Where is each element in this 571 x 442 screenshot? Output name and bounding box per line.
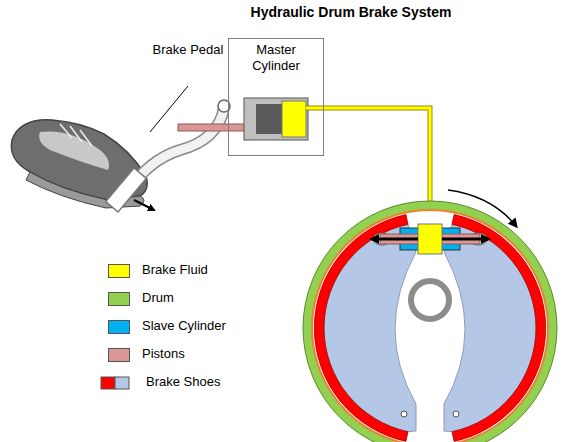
pedal-pad — [106, 168, 147, 212]
slave-fluid — [418, 224, 442, 254]
hub — [411, 281, 449, 319]
legend-label: Drum — [142, 290, 174, 306]
legend-label: Pistons — [142, 346, 185, 362]
force-arrow — [372, 238, 418, 241]
cylinder-body — [244, 98, 308, 140]
brake-lining — [314, 215, 408, 442]
legend-swatch — [108, 348, 130, 362]
shoe-web — [324, 224, 416, 431]
component-label: Master Cylinder — [242, 39, 310, 74]
legend-sample — [100, 375, 136, 391]
pivot-pin — [453, 411, 459, 417]
shoe-web — [444, 224, 536, 431]
master-piston — [256, 104, 282, 134]
component-box: Master Cylinder — [228, 38, 324, 156]
legend-swatch — [108, 264, 130, 278]
legend-label: Slave Cylinder — [142, 318, 226, 334]
part-label: Brake Pedal — [150, 42, 226, 58]
brake-lining — [452, 215, 546, 442]
drum-inner — [312, 210, 548, 442]
legend-swatch — [108, 320, 130, 334]
pivot-pin — [401, 411, 407, 417]
drum — [303, 201, 557, 442]
legend-label: Brake Fluid — [142, 262, 208, 278]
push-arrow — [134, 200, 154, 210]
master-fluid — [282, 101, 306, 137]
title: Hydraulic Drum Brake System — [170, 4, 532, 20]
legend-swatch — [108, 292, 130, 306]
legend-label: Brake Shoes — [146, 374, 220, 390]
force-arrow — [442, 238, 488, 241]
